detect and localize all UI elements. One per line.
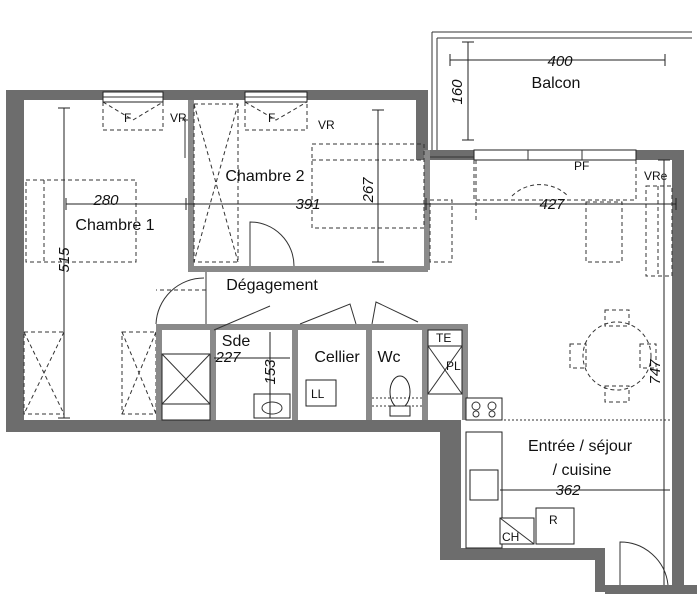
- sejour-label-line2: / cuisine: [553, 462, 612, 479]
- bedroom2-walls: [182, 100, 430, 272]
- chambre1-depth-label: 515: [56, 247, 73, 273]
- degagement-label: Dégagement: [226, 277, 318, 294]
- sde-door: [213, 305, 271, 331]
- core-walls: [156, 272, 468, 420]
- chambre2-label: Chambre 2: [225, 168, 304, 185]
- chambre1-width-label: 280: [92, 192, 119, 209]
- bedroom1-window-vr: VR: [170, 111, 187, 125]
- chambre1-label: Chambre 1: [75, 217, 154, 234]
- toilet: [372, 375, 422, 417]
- balcon-width-label: 400: [547, 53, 573, 70]
- living-furniture: [429, 160, 673, 403]
- r-label: R: [549, 513, 558, 527]
- bedroom1-furniture: [23, 179, 157, 415]
- chambre2-depth-label: 267: [360, 177, 377, 204]
- wc-door: [371, 301, 419, 325]
- patio-door-pf: PF: [574, 159, 589, 173]
- balcony: [431, 31, 692, 150]
- washing-machine-label: LL: [311, 387, 325, 401]
- bedroom2-door: [249, 221, 295, 267]
- sde-depth-label: 153: [262, 359, 279, 385]
- kitchen-counter: [465, 397, 672, 549]
- cellier-door: [299, 303, 357, 325]
- sejour-label-line1: Entrée / séjour: [528, 438, 633, 455]
- bedroom2-window-f: F: [268, 111, 275, 125]
- cellier-label: Cellier: [314, 349, 360, 366]
- pl-label: PL: [446, 359, 461, 373]
- patio-door: [430, 149, 637, 201]
- te-label: TE: [436, 331, 451, 345]
- chambre2-width-label: 391: [295, 196, 320, 213]
- bedroom1-window-f: F: [124, 111, 131, 125]
- sde-label: Sde: [222, 333, 251, 350]
- washing-machine: [305, 379, 337, 407]
- bathroom-sink: [253, 393, 291, 419]
- sejour-width-label: 427: [539, 196, 565, 213]
- bedroom2-window-vr: VR: [318, 118, 335, 132]
- shower: [161, 353, 211, 421]
- sejour-width2-label: 362: [555, 482, 581, 499]
- technical-closet: [427, 329, 463, 395]
- wc-label: Wc: [377, 349, 400, 366]
- balcon-label: Balcon: [532, 75, 581, 92]
- sejour-depth-label: 747: [647, 359, 664, 385]
- ch-label: CH: [502, 530, 519, 544]
- dimension-lines: [58, 107, 677, 585]
- exterior-walls: [6, 90, 697, 594]
- patio-door-vre: VRe: [644, 169, 668, 183]
- sde-width-label: 227: [214, 349, 241, 366]
- balcon-depth-label: 160: [449, 79, 466, 105]
- bedroom1-window: [102, 91, 164, 131]
- bedroom1-door: [155, 277, 205, 325]
- bedroom2-window: [244, 91, 308, 131]
- entrance-door: [619, 541, 669, 586]
